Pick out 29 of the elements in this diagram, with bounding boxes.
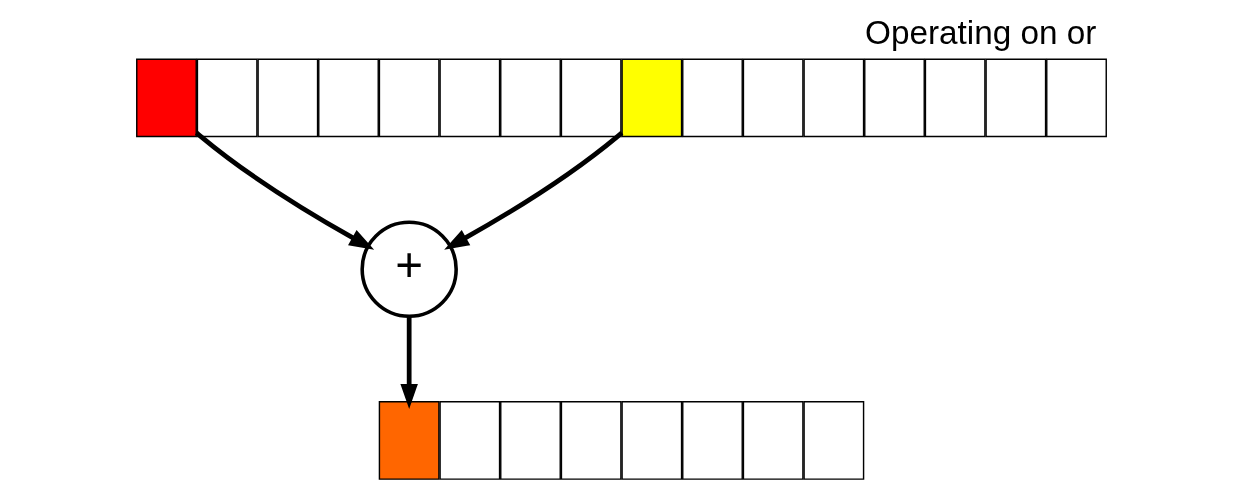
node-box [924,58,986,138]
node-box [318,58,379,138]
node-box [500,401,561,480]
node-box [560,58,622,138]
node-box [196,58,258,138]
node-box [439,58,501,138]
node-box [1046,58,1107,138]
node-box [560,401,622,480]
node-box [378,401,440,480]
arrow [444,130,624,250]
node-box [682,401,743,480]
node-box [803,401,865,480]
node-box [500,58,561,138]
node-circle: + [360,220,458,318]
node-box [682,58,743,138]
node-box [985,58,1047,138]
diagram-title: Operating on or [865,14,1097,52]
node-box [439,401,501,480]
node-box [621,58,683,138]
node-box [742,58,804,138]
node-box [621,401,683,480]
node-box [742,401,804,480]
arrow [400,316,418,409]
arrow [194,130,375,250]
node-box [864,58,925,138]
node-box [378,58,440,138]
node-box [257,58,319,138]
node-box [803,58,865,138]
node-box [136,58,197,138]
